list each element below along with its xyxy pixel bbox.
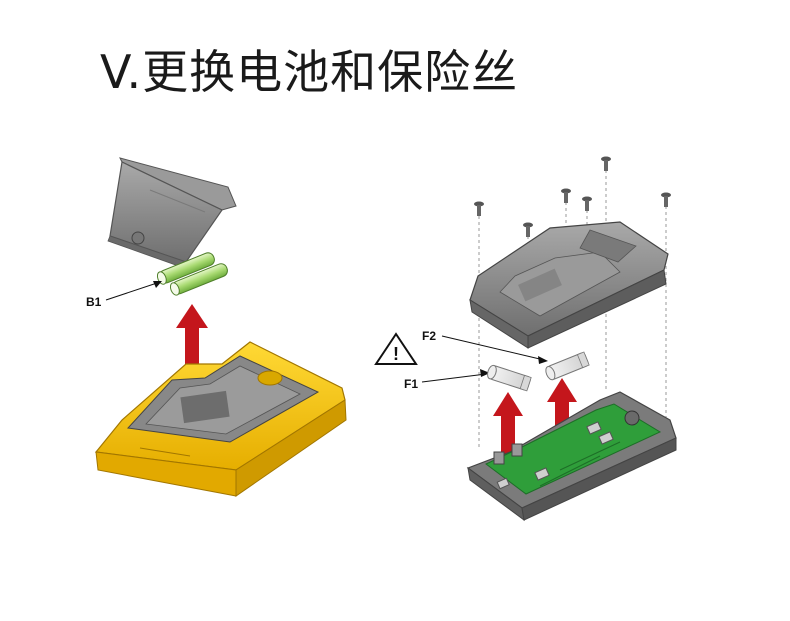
screw [601,156,611,171]
front-case-with-pcb [466,391,677,522]
screws [474,156,671,237]
yellow-meter [94,341,347,497]
page-title: V.更换电池和保险丝 [100,45,519,99]
svg-text:F2: F2 [422,329,436,343]
svg-text:F1: F1 [404,377,418,391]
battery-label-b1: B1 [86,281,162,309]
screw [661,192,671,207]
screw [561,188,571,203]
rear-case [469,221,669,349]
svg-text:B1: B1 [86,295,102,309]
battery-door [107,157,237,269]
warning-triangle: ! [374,332,418,365]
svg-text:!: ! [393,344,399,364]
fuse-label-f2: F2 [422,329,548,364]
screw [582,196,592,211]
screw [523,222,533,237]
screw [474,201,484,216]
fuse-f1 [487,364,532,392]
fuse-f2 [545,351,590,381]
fuse-label-f1: F1 [404,369,490,391]
